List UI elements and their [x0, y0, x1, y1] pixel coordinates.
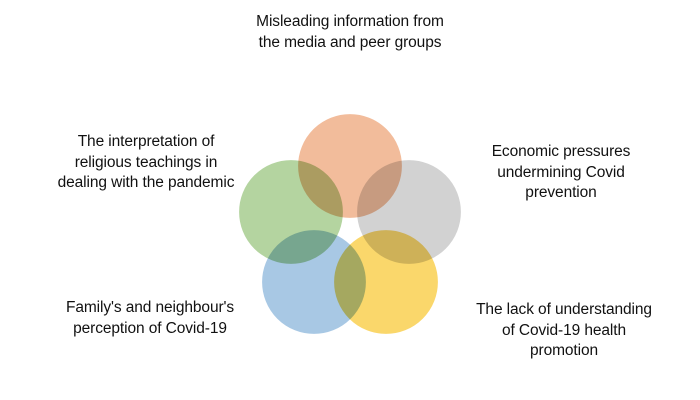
venn-label-economic-pressures: Economic pressures undermining Covid pre…: [491, 143, 631, 202]
venn-label-family-neighbour-perception: Family's and neighbour's perception of C…: [65, 299, 235, 337]
venn-circle-religious-teachings: [236, 157, 346, 267]
venn-label-lack-of-understanding: The lack of understanding of Covid-19 he…: [476, 301, 652, 360]
venn-label-religious-teachings: The interpretation of religious teaching…: [57, 133, 235, 192]
venn-label-misleading-information: Misleading information from the media an…: [256, 13, 444, 51]
